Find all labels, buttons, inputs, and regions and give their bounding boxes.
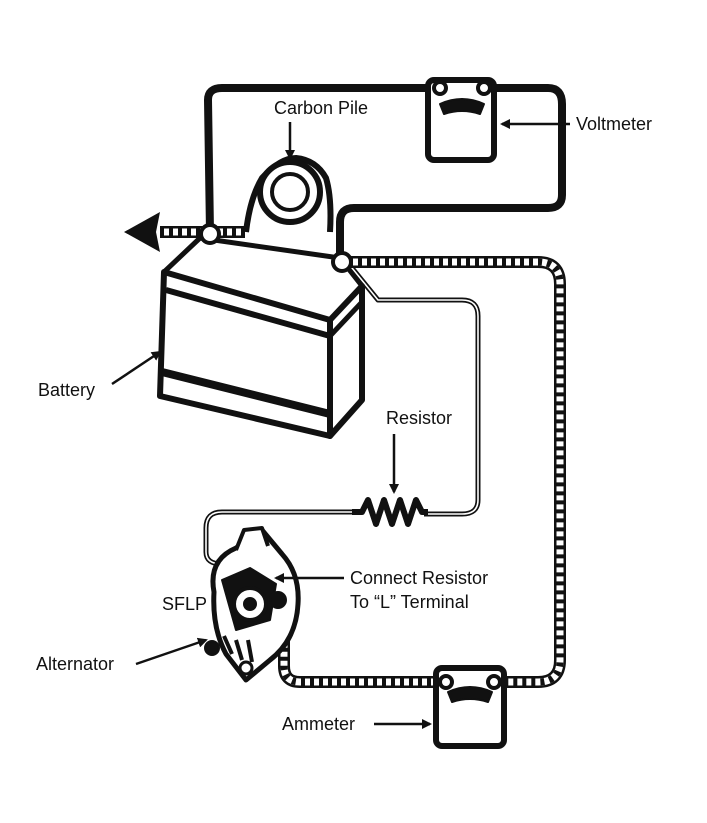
alternator-label: Alternator (36, 654, 114, 674)
voltmeter-label: Voltmeter (576, 114, 652, 134)
resistor-label: Resistor (386, 408, 452, 428)
main-battery-cable (278, 256, 566, 688)
ammeter (433, 665, 507, 749)
battery-pointer (111, 350, 162, 386)
resistor-coil (352, 497, 428, 527)
alternator-pointer (135, 637, 208, 666)
voltmeter-wire (204, 84, 566, 260)
ground-arrow-icon (124, 212, 160, 252)
carbon-pile (243, 154, 334, 233)
connect-resistor-label-line2: To “L” Terminal (350, 592, 469, 612)
sflp-label: SFLP (162, 594, 207, 614)
carbon-pile-label: Carbon Pile (274, 98, 368, 118)
connect-resistor-label-line1: Connect Resistor (350, 568, 488, 588)
ammeter-label: Ammeter (282, 714, 355, 734)
battery-label: Battery (38, 380, 95, 400)
voltmeter (425, 77, 497, 163)
alternator (204, 526, 301, 683)
battery (157, 223, 365, 439)
